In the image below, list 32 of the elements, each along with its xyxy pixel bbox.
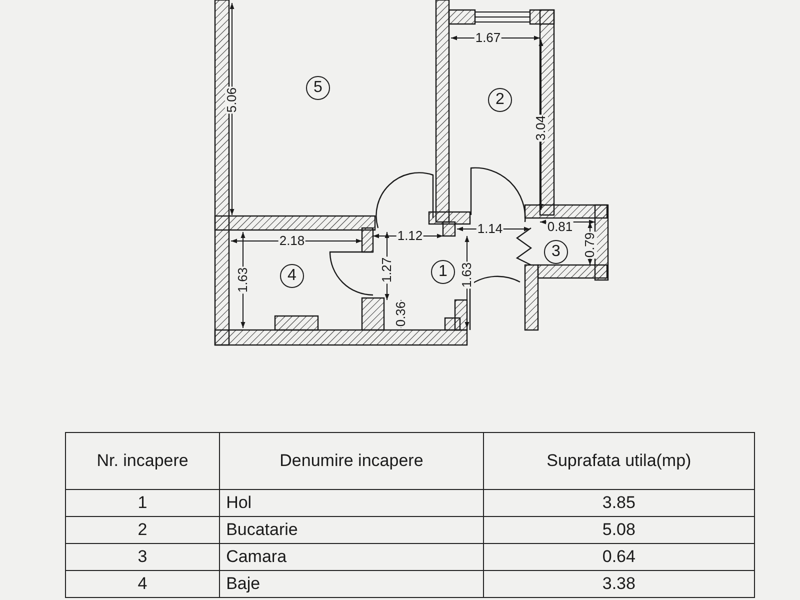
dimension-label: 1.14 xyxy=(476,222,504,236)
table-cell: 3.85 xyxy=(483,490,754,516)
table-cell: Hol xyxy=(220,490,484,516)
table-cell: 4 xyxy=(66,570,220,598)
header-cell: Suprafata utila(mp) xyxy=(483,432,754,490)
table-cell: 3 xyxy=(66,544,220,570)
dimension-label: 0.79 xyxy=(583,231,597,259)
dimension-label: 0.81 xyxy=(546,220,574,234)
room-number: 1 xyxy=(431,260,455,284)
table-cell: 5.08 xyxy=(483,516,754,544)
table-cell: 1 xyxy=(66,490,220,516)
dimension-label: 2.18 xyxy=(278,234,306,248)
room-number: 5 xyxy=(306,76,330,100)
table-cell: 3.38 xyxy=(483,570,754,598)
dimension-label: 1.27 xyxy=(380,256,394,284)
dimension-label: 1.67 xyxy=(474,31,502,45)
table-cell: Baje xyxy=(220,570,484,598)
dimension-label: 1.63 xyxy=(460,261,474,289)
dimension-label: 1.63 xyxy=(236,266,250,294)
dimension-label: 3.04 xyxy=(534,114,548,142)
header-cell: Nr. incapere xyxy=(66,432,220,490)
dimension-label: 1.12 xyxy=(396,229,424,243)
table-cell: 0.64 xyxy=(483,544,754,570)
table-cell: Bucatarie xyxy=(220,516,484,544)
table-cell: 2 xyxy=(66,516,220,544)
room-number: 2 xyxy=(488,88,512,112)
room-number: 3 xyxy=(544,240,568,264)
dimension-label: 5.06 xyxy=(225,86,239,114)
table-cell: Camara xyxy=(220,544,484,570)
room-number: 4 xyxy=(280,264,304,288)
dimension-label: 0.36 xyxy=(394,300,408,328)
header-cell: Denumire incapere xyxy=(220,432,484,490)
